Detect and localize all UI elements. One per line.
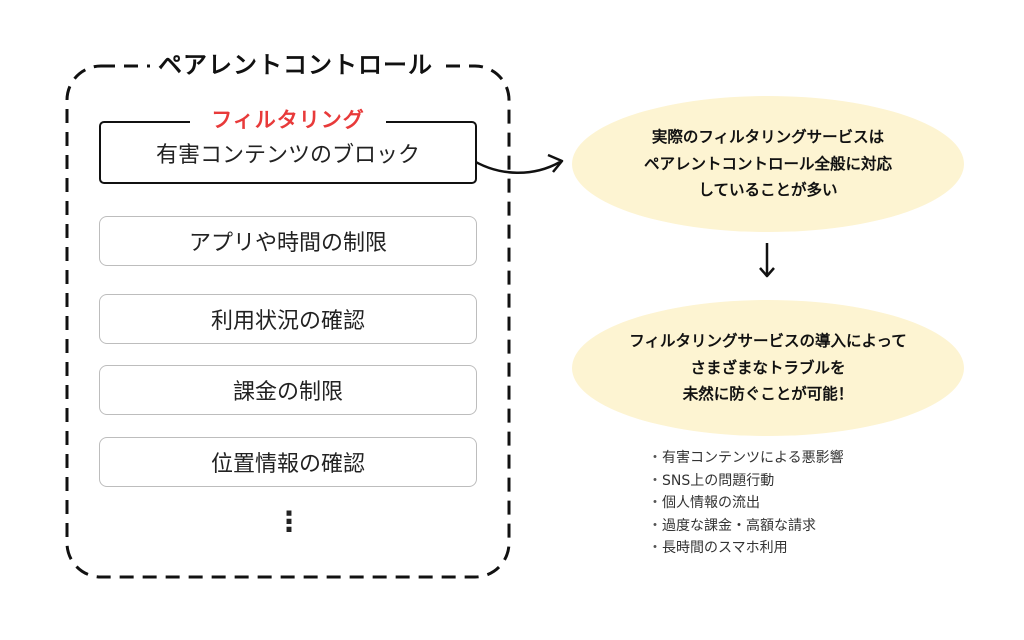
list-item: 過度な課金・高額な請求 [648, 515, 844, 538]
filtering-label: フィルタリング [190, 104, 386, 134]
item-main-label: 有害コンテンツのブロック [155, 142, 420, 168]
list-item: 個人情報の流出 [648, 492, 844, 515]
bubble-line: 未然に防ぐことが可能！ [682, 385, 854, 404]
bubble-line: していることが多い [698, 181, 838, 200]
info-bubble-1: 実際のフィルタリングサービスは ペアレントコントロール全般に対応 していることが… [572, 96, 964, 232]
item-label: 利用状況の確認 [210, 309, 365, 334]
connector-arrowhead [547, 153, 564, 173]
info-bubble-2: フィルタリングサービスの導入によって さまざまなトラブルを 未然に防ぐことが可能… [572, 300, 964, 436]
bubble-line: 実際のフィルタリングサービスは [651, 128, 885, 147]
item-label: 位置情報の確認 [210, 452, 365, 477]
item-billing-limit: 課金の制限 [99, 365, 477, 415]
item-label: 課金の制限 [232, 380, 343, 405]
panel-title: ペアレントコントロール [0, 45, 1024, 80]
more-items-icon: ⋮ [275, 505, 303, 538]
list-item: SNS上の問題行動 [648, 470, 844, 493]
item-app-time-limit: アプリや時間の制限 [99, 216, 477, 266]
panel-title-text: ペアレントコントロール [150, 45, 441, 80]
item-location-check: 位置情報の確認 [99, 437, 477, 487]
list-item: 長時間のスマホ利用 [648, 537, 844, 560]
bubble-line: さまざまなトラブルを [690, 358, 846, 377]
bubble-line: フィルタリングサービスの導入によって [629, 332, 907, 351]
list-item: 有害コンテンツによる悪影響 [648, 447, 844, 470]
bubble-line: ペアレントコントロール全般に対応 [643, 154, 892, 173]
item-label: アプリや時間の制限 [188, 231, 387, 256]
trouble-list: 有害コンテンツによる悪影響 SNS上の問題行動 個人情報の流出 過度な課金・高額… [648, 447, 844, 560]
connector-arrow [468, 156, 561, 174]
down-arrow-icon [759, 243, 775, 278]
item-usage-check: 利用状況の確認 [99, 294, 477, 344]
